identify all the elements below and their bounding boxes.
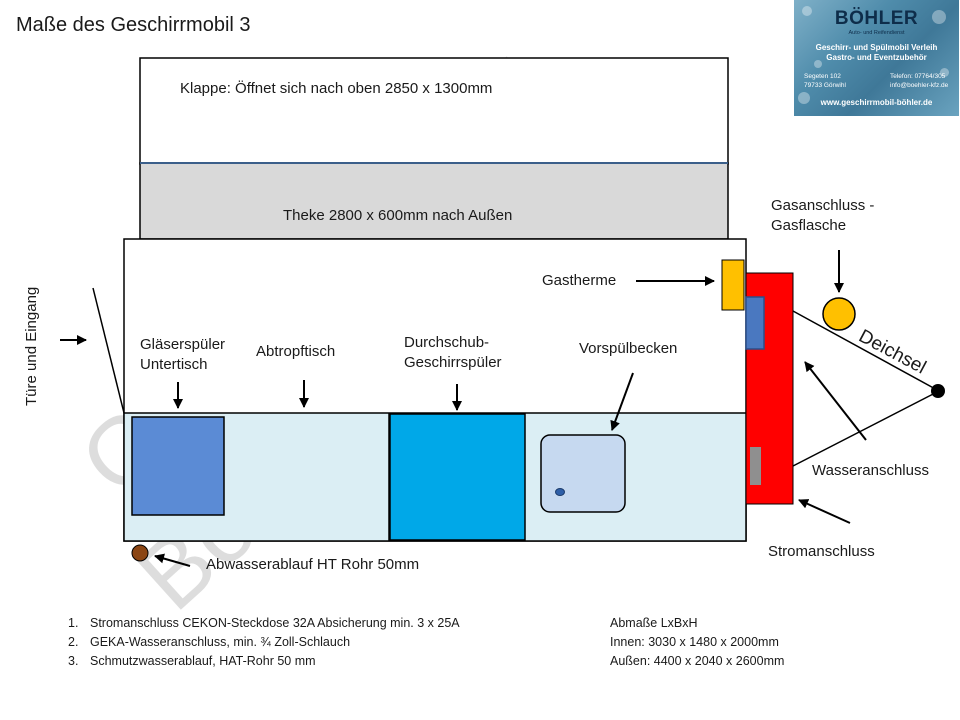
durchschub-label: Durchschub- Geschirrspüler (404, 334, 502, 372)
note-number: 1. (68, 616, 79, 630)
glaeserspueler-label: Gläserspüler Untertisch (140, 336, 226, 374)
logo-bubble (802, 6, 812, 16)
logo-website: www.geschirrmobil-böhler.de (820, 98, 933, 107)
abtropftisch-label: Abtropftisch (256, 343, 336, 360)
logo-bubble (814, 60, 822, 68)
dimensions-heading: Abmaße LxBxH (610, 616, 698, 630)
gas-bottle (822, 297, 856, 331)
note-item: 2. GEKA-Wasseranschluss, min. ¾ Zoll-Schl… (68, 633, 460, 652)
logo-line1: Geschirr- und Spülmobil Verleih (815, 43, 938, 52)
vorspuelbecken-label: Vorspülbecken (579, 340, 678, 357)
gastherme-label: Gastherme (542, 272, 617, 289)
theke-label: Theke 2800 x 600mm nach Außen (283, 207, 513, 224)
note-text: GEKA-Wasseranschluss, min. ¾ Zoll-Schlau… (90, 635, 351, 649)
note-item: 3. Schmutzwasserablauf, HAT-Rohr 50 mm (68, 652, 460, 671)
klappe-label: Klappe: Öffnet sich nach oben 2850 x 130… (180, 80, 493, 97)
note-number: 2. (68, 635, 79, 649)
logo-street: Segeten 102 (804, 73, 841, 80)
tuere-label: Türe und Eingang (23, 286, 40, 406)
logo-address: Segeten 102 79733 Görwihl (804, 72, 846, 91)
stromanschluss-label: Stromanschluss (768, 543, 875, 560)
klappe-panel (139, 57, 729, 165)
theke-panel (139, 162, 729, 240)
deichsel-lower (792, 390, 940, 467)
dimensions-block: Abmaße LxBxH Innen: 3030 x 1480 x 2000mm… (610, 614, 784, 671)
deichsel-hitch (931, 384, 945, 398)
glaeserspueler-unit (131, 416, 225, 516)
logo-brand: BÖHLER (834, 8, 919, 29)
dimensions-inner: Innen: 3030 x 1480 x 2000mm (610, 635, 779, 649)
logo-subtitle: Auto- und Reifendienst (848, 30, 905, 36)
stromanschluss-arrow (798, 499, 851, 524)
abwasser-drain (131, 544, 149, 562)
gasanschluss-label: Gasanschluss - Gasflasche (771, 197, 875, 235)
page-title: Maße des Geschirrmobil 3 (16, 14, 251, 36)
logo-bubble (932, 10, 946, 24)
note-item: 1. Stromanschluss CEKON-Steckdose 32A Abs… (68, 614, 460, 633)
logo-contact: Telefon: 07764/305 info@boehler-kfz.de (890, 72, 948, 91)
abwasser-arrow (154, 553, 191, 567)
gastherme-unit (721, 259, 745, 311)
logo-email: info@boehler-kfz.de (890, 82, 949, 90)
wasseranschluss-arrow (804, 361, 867, 441)
deichsel-upper (792, 310, 940, 392)
boehler-logo: BÖHLER Auto- und Reifendienst Geschirr- … (794, 0, 959, 116)
logo-bubble (940, 68, 949, 77)
logo-city: 79733 Görwihl (804, 82, 846, 90)
door-line (92, 287, 125, 414)
notes-list: 1. Stromanschluss CEKON-Steckdose 32A Abs… (68, 614, 460, 671)
note-number: 3. (68, 654, 79, 668)
durchschub-unit (389, 413, 526, 541)
abwasser-label: Abwasserablauf HT Rohr 50mm (206, 556, 420, 573)
note-text: Schmutzwasserablauf, HAT-Rohr 50 mm (90, 654, 316, 668)
logo-bubble (798, 92, 810, 104)
sink-drain (555, 488, 565, 496)
logo-line2: Gastro- und Eventzubehör (826, 53, 927, 62)
note-text: Stromanschluss CEKON-Steckdose 32A Absic… (90, 616, 460, 630)
front-panel-socket (750, 447, 761, 485)
dimensions-outer: Außen: 4400 x 2040 x 2600mm (610, 654, 785, 668)
wasseranschluss-label: Wasseranschluss (812, 462, 929, 479)
logo-phone: Telefon: 07764/305 (890, 73, 946, 80)
vorspuelbecken-arrow (610, 372, 634, 431)
front-panel-window (745, 296, 765, 350)
vorspuelbecken-sink (540, 434, 626, 513)
